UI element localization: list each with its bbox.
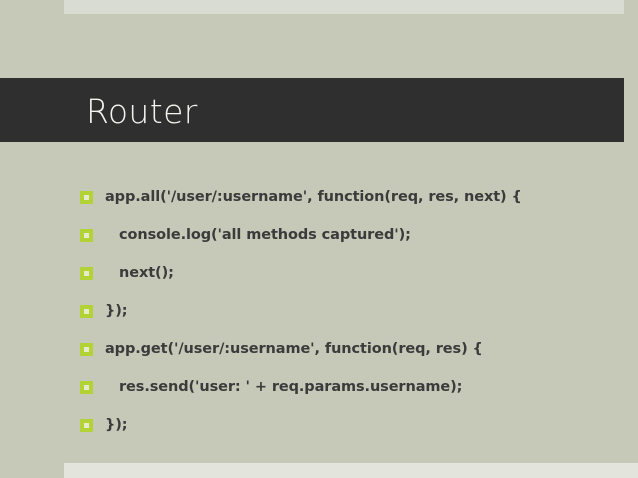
list-item-label: res.send('user: ' + req.params.username)… (119, 379, 463, 395)
page-title: Router (86, 92, 198, 131)
bullet-list: app.all('/user/:username', function(req,… (80, 178, 620, 444)
square-bullet-icon (80, 304, 93, 318)
decorative-strip-top (64, 0, 624, 14)
list-item-label: app.all('/user/:username', function(req,… (105, 189, 522, 205)
list-item-label: console.log('all methods captured'); (119, 227, 411, 243)
title-band (0, 78, 624, 142)
list-item-label: app.get('/user/:username', function(req,… (105, 341, 483, 357)
square-bullet-icon (80, 418, 93, 432)
square-bullet-icon (80, 266, 93, 280)
list-item: next(); (80, 254, 620, 292)
square-bullet-icon (80, 190, 93, 204)
square-bullet-icon (80, 228, 93, 242)
list-item: }); (80, 406, 620, 444)
list-item: app.all('/user/:username', function(req,… (80, 178, 620, 216)
decorative-strip-bottom (64, 463, 638, 478)
list-item-label: }); (105, 417, 128, 433)
list-item-label: }); (105, 303, 128, 319)
list-item: res.send('user: ' + req.params.username)… (80, 368, 620, 406)
square-bullet-icon (80, 342, 93, 356)
list-item: app.get('/user/:username', function(req,… (80, 330, 620, 368)
list-item: }); (80, 292, 620, 330)
list-item-label: next(); (119, 265, 174, 281)
square-bullet-icon (80, 380, 93, 394)
list-item: console.log('all methods captured'); (80, 216, 620, 254)
